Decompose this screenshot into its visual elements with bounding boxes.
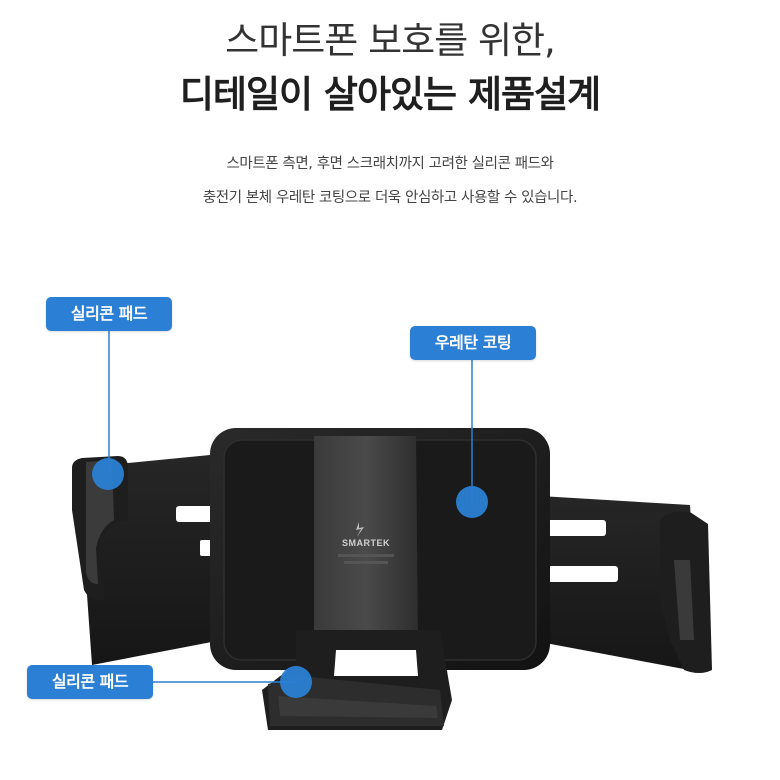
bottom-foot bbox=[262, 630, 452, 730]
callout-label-silicone-pad-bottom: 실리콘 패드 bbox=[27, 665, 153, 699]
callout-label-urethane-coating: 우레탄 코팅 bbox=[410, 326, 536, 360]
callout-dot-silicone-bottom bbox=[280, 666, 312, 698]
callout-leaders bbox=[108, 331, 473, 683]
callout-label-silicone-pad-top: 실리콘 패드 bbox=[46, 297, 172, 331]
headline-line-1: 스마트폰 보호를 위한, bbox=[225, 19, 556, 62]
description-line-1: 스마트폰 측면, 후면 스크래치까지 고려한 실리콘 패드와 bbox=[226, 156, 554, 172]
headline-line-2: 디테일이 살아있는 제품설계 bbox=[179, 73, 601, 116]
callout-dot-silicone-top bbox=[92, 458, 124, 490]
left-clamp bbox=[72, 456, 128, 601]
brand-logo-text: SMARTEK bbox=[342, 538, 390, 548]
callout-dot-urethane bbox=[456, 486, 488, 518]
description-line-2: 충전기 본체 우레탄 코팅으로 더욱 안심하고 사용할 수 있습니다. bbox=[202, 190, 578, 206]
right-clamp bbox=[660, 511, 712, 673]
